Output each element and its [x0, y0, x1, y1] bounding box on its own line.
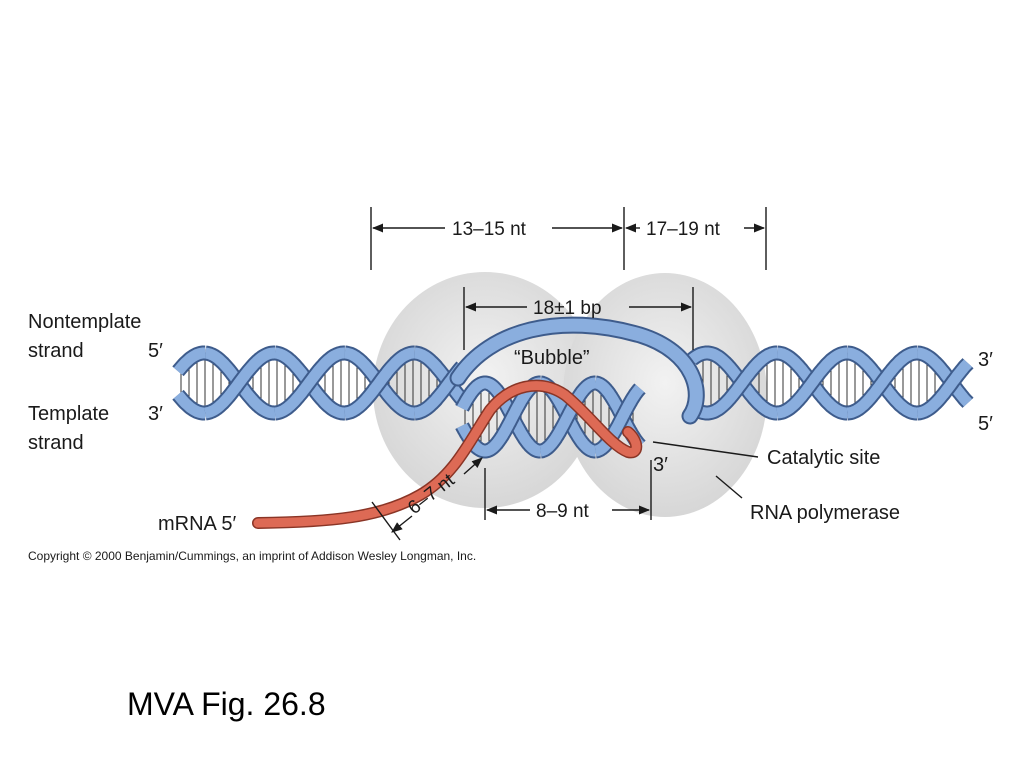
downstream-duplex-strand-a	[688, 347, 707, 364]
nontemplate-3prime-right: 3′	[978, 349, 993, 371]
template-label-line2: strand	[28, 432, 84, 454]
upstream-duplex-strand-a	[274, 347, 345, 419]
downstream-duplex-strand-a	[776, 347, 848, 419]
bubble-dimension-lines	[463, 287, 694, 350]
downstream-dimension-label: 17–19 nt	[646, 219, 721, 240]
mrna-strand	[253, 381, 641, 528]
top-dimension-lines	[370, 207, 767, 270]
dna-front-strands	[172, 345, 974, 459]
rna-3prime-label: 3′	[653, 454, 668, 476]
bubble-span-label: 18±1 bp	[533, 298, 602, 319]
copyright-notice: Copyright © 2000 Benjamin/Cummings, an i…	[28, 549, 477, 563]
downstream-duplex-strand-b	[846, 347, 918, 419]
upstream-duplex-strand-a	[173, 347, 206, 375]
upstream-dimension-label: 13–15 nt	[452, 219, 527, 240]
catalytic-site-label: Catalytic site	[767, 447, 880, 469]
template-3prime-left: 3′	[148, 403, 163, 425]
exit-dimension-lines	[371, 457, 483, 541]
upstream-duplex-strand-b	[173, 391, 206, 419]
mrna-label: mRNA 5′	[158, 513, 236, 535]
upstream-duplex-strand-b	[344, 347, 415, 419]
catalytic-site-leader	[652, 441, 759, 458]
hybrid-template-strand-b	[457, 377, 486, 411]
nontemplate-5prime-left: 5′	[148, 340, 163, 362]
nontemplate-label-line2: strand	[28, 340, 84, 362]
figure-caption: MVA Fig. 26.8	[127, 686, 326, 722]
nontemplate-label-line1: Nontemplate	[28, 311, 141, 333]
downstream-duplex-strand-b	[916, 347, 973, 407]
template-label-line1: Template	[28, 403, 109, 425]
downstream-duplex-strand-a	[916, 359, 973, 419]
template-5prime-right: 5′	[978, 413, 993, 435]
hybrid-dimension-label: 8–9 nt	[536, 501, 590, 522]
nontemplate-bubble-arc-fill	[451, 318, 703, 423]
rna-polymerase-label: RNA polymerase	[750, 502, 900, 524]
rna-polymerase-leader	[715, 475, 743, 499]
bubble-label: “Bubble”	[514, 347, 590, 369]
hybrid-dimension-lines	[484, 460, 652, 520]
hybrid-template-strand-a	[594, 384, 645, 457]
hybrid-template-strand-b	[539, 377, 596, 457]
downstream-duplex-strand-b	[707, 347, 778, 419]
upstream-duplex-strand-b	[414, 347, 467, 404]
upstream-duplex-strand-b	[204, 347, 275, 419]
